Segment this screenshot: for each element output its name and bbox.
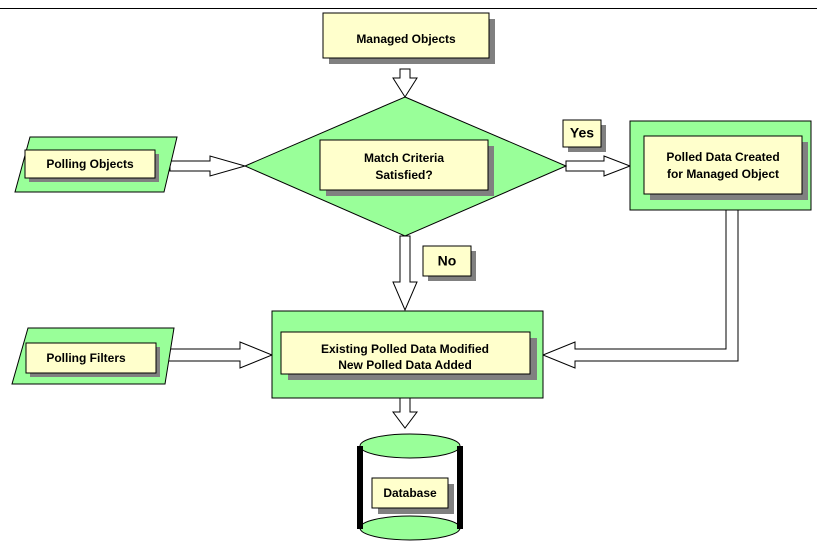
managed-objects-label: Managed Objects xyxy=(356,32,456,46)
existing-polled-data-line1: Existing Polled Data Modified xyxy=(321,342,489,356)
existing-polled-data-line2: New Polled Data Added xyxy=(338,358,472,372)
match-criteria-label-line1: Match Criteria xyxy=(364,151,444,165)
polled-data-created-line2: for Managed Object xyxy=(667,167,779,181)
arrow-polling-objects-to-decision xyxy=(169,155,247,177)
database-cylinder-icon: Database xyxy=(357,433,463,541)
connectors xyxy=(166,68,739,429)
yes-branch-label: Yes xyxy=(562,119,606,152)
polled-data-created-line1: Polled Data Created xyxy=(666,150,779,164)
arrow-no-to-existing xyxy=(392,235,418,312)
polled-data-created-box: Polled Data Created for Managed Object xyxy=(629,120,812,211)
database-label: Database xyxy=(383,486,437,500)
arrow-existing-to-database xyxy=(392,397,418,429)
match-criteria-label-line2: Satisfied? xyxy=(375,168,432,182)
arrow-polling-filters-to-existing xyxy=(166,341,274,369)
managed-objects-box: Managed Objects xyxy=(322,12,495,64)
arrow-managed-to-decision xyxy=(392,68,418,98)
polling-objects-label: Polling Objects xyxy=(46,157,134,171)
no-label: No xyxy=(438,253,457,269)
polling-filters-input: Polling Filters xyxy=(11,327,175,385)
polling-objects-input: Polling Objects xyxy=(14,136,178,193)
arrow-created-to-existing xyxy=(541,209,739,369)
yes-label: Yes xyxy=(570,125,594,141)
polling-filters-label: Polling Filters xyxy=(46,351,126,365)
match-criteria-decision: Match Criteria Satisfied? xyxy=(243,96,568,237)
arrow-yes-to-polled-data-created xyxy=(565,155,632,177)
no-branch-label: No xyxy=(422,245,476,281)
existing-polled-data-box: Existing Polled Data Modified New Polled… xyxy=(271,310,544,399)
